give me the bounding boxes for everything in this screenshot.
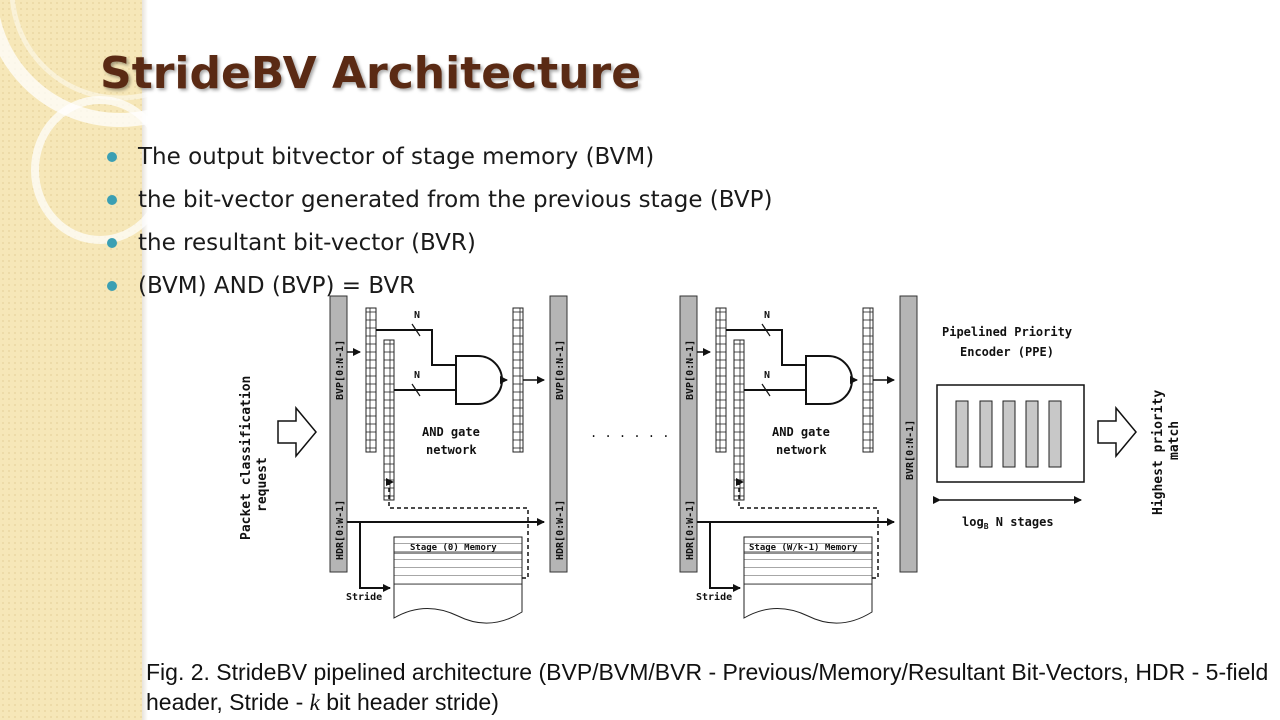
and-gate-label-line2: network bbox=[426, 443, 477, 457]
side-strip-shadow bbox=[142, 0, 148, 720]
stridebv-architecture-diagram: Packet classification request BVP[0:N-1]… bbox=[239, 295, 1182, 624]
bullet-item: the resultant bit-vector (BVR) bbox=[104, 226, 772, 269]
bullet-text: the bit-vector generated from the previo… bbox=[138, 187, 773, 213]
memory-readout-dashed-arrow bbox=[386, 478, 529, 579]
stage-last: BVP[0:N-1] HDR[0:W-1] N N AND gate netwo… bbox=[679, 295, 918, 624]
and-gate-label-line1: AND gate bbox=[422, 425, 480, 439]
bus-width-label: N bbox=[414, 370, 420, 381]
input-label-line1: Packet classification bbox=[239, 376, 254, 540]
stageN-bvp-label: BVP[0:N-1] bbox=[685, 340, 696, 400]
input-request: Packet classification request bbox=[239, 376, 317, 540]
stageN-memory-torn-edge bbox=[743, 585, 873, 624]
bvr-output-register bbox=[899, 295, 918, 573]
bullet-dot-icon bbox=[107, 281, 117, 291]
bvp-bus-line bbox=[376, 329, 456, 366]
stage0-out-bvp-label: BVP[0:N-1] bbox=[555, 340, 566, 400]
bullet-item: (BVM) AND (BVP) = BVR bbox=[104, 269, 772, 312]
stage0-memory-block bbox=[393, 536, 523, 586]
bus-slash-icon bbox=[411, 323, 421, 337]
priority-encoder: Pipelined Priority Encoder (PPE) logB N … bbox=[933, 325, 1085, 531]
bullet-text: (BVM) AND (BVP) = BVR bbox=[138, 273, 416, 299]
bus-width-label: N bbox=[764, 310, 770, 321]
stage0-bvp-label: BVP[0:N-1] bbox=[335, 340, 346, 400]
stageN-hdr-label: HDR[0:W-1] bbox=[685, 500, 696, 560]
caption-line2-end: bit header stride) bbox=[319, 689, 499, 715]
input-arrow-icon bbox=[277, 405, 317, 459]
and-gate-label-line1: AND gate bbox=[772, 425, 830, 439]
slide-title: StrideBV Architecture bbox=[100, 48, 642, 99]
stages-ellipsis: . . . . . . bbox=[590, 426, 669, 440]
bullet-text: the resultant bit-vector (BVR) bbox=[138, 230, 476, 256]
caption-k-symbol: k bbox=[309, 690, 320, 715]
bus-slash-icon bbox=[761, 383, 771, 397]
caption-line1: Fig. 2. StrideBV pipelined architecture … bbox=[146, 659, 1269, 685]
output-label-line1: Highest priority bbox=[1151, 390, 1166, 515]
ppe-title-line2: Encoder (PPE) bbox=[960, 345, 1054, 359]
bus-slash-icon bbox=[411, 383, 421, 397]
stage0-out-hdr-label: HDR[0:W-1] bbox=[555, 500, 566, 560]
ppe-stage-block bbox=[1048, 400, 1062, 468]
bus-width-label: N bbox=[414, 310, 420, 321]
memory-readout-dashed-arrow bbox=[736, 478, 879, 579]
stage0-bvp-vector bbox=[365, 307, 377, 453]
stride-arrow-icon bbox=[359, 522, 391, 592]
output-label-line2: match bbox=[1167, 421, 1182, 460]
stageN-bvm-vector bbox=[733, 339, 745, 501]
bullet-text: The output bitvector of stage memory (BV… bbox=[138, 144, 655, 170]
bus-slash-icon bbox=[761, 323, 771, 337]
stage0-output-pipeline-register bbox=[549, 295, 568, 573]
bullet-list: The output bitvector of stage memory (BV… bbox=[104, 140, 772, 312]
stageN-input-pipeline-register bbox=[679, 295, 698, 573]
bvp-bus-line bbox=[726, 329, 806, 366]
ppe-stages-label: logB N stages bbox=[962, 515, 1054, 531]
and-gate-icon bbox=[805, 355, 853, 405]
decorative-swirl bbox=[0, 0, 257, 244]
ppe-stage-block bbox=[979, 400, 993, 468]
stageN-memory-block bbox=[743, 536, 873, 586]
stage0-memory-label: Stage (0) Memory bbox=[410, 543, 497, 553]
output-match: Highest priority match bbox=[1097, 390, 1182, 515]
ppe-stage-block bbox=[955, 400, 969, 468]
ppe-stage-block bbox=[1002, 400, 1016, 468]
stage0-input-pipeline-register bbox=[329, 295, 348, 573]
bullet-item: the bit-vector generated from the previo… bbox=[104, 183, 772, 226]
and-gate-label-line2: network bbox=[776, 443, 827, 457]
bvr-label: BVR[0:N-1] bbox=[905, 420, 916, 480]
and-gate-icon bbox=[455, 355, 503, 405]
ppe-stage-block bbox=[1025, 400, 1039, 468]
stage0-bvr-vector bbox=[512, 307, 524, 453]
bullet-dot-icon bbox=[107, 152, 117, 162]
stride-arrow-icon bbox=[709, 522, 741, 592]
caption-line2-start: header, Stride - bbox=[146, 689, 310, 715]
stageN-bvr-vector bbox=[862, 307, 874, 453]
bullet-dot-icon bbox=[107, 238, 117, 248]
bullet-dot-icon bbox=[107, 195, 117, 205]
stage0-memory-torn-edge bbox=[393, 585, 523, 624]
figure-caption: Fig. 2. StrideBV pipelined architecture … bbox=[146, 657, 1276, 718]
stageN-bvp-vector bbox=[715, 307, 727, 453]
bullet-item: The output bitvector of stage memory (BV… bbox=[104, 140, 772, 183]
ppe-title-line1: Pipelined Priority bbox=[942, 325, 1072, 339]
stage0-hdr-label: HDR[0:W-1] bbox=[335, 500, 346, 560]
stageN-memory-label: Stage (W/k-1) Memory bbox=[749, 543, 858, 553]
output-arrow-icon bbox=[1097, 405, 1137, 459]
stride-label: Stride bbox=[346, 591, 382, 603]
stride-label: Stride bbox=[696, 591, 732, 603]
stage-0: BVP[0:N-1] HDR[0:W-1] N N AND gate netwo… bbox=[329, 295, 568, 624]
bus-width-label: N bbox=[764, 370, 770, 381]
stage0-bvm-vector bbox=[383, 339, 395, 501]
input-label-line2: request bbox=[255, 457, 270, 512]
